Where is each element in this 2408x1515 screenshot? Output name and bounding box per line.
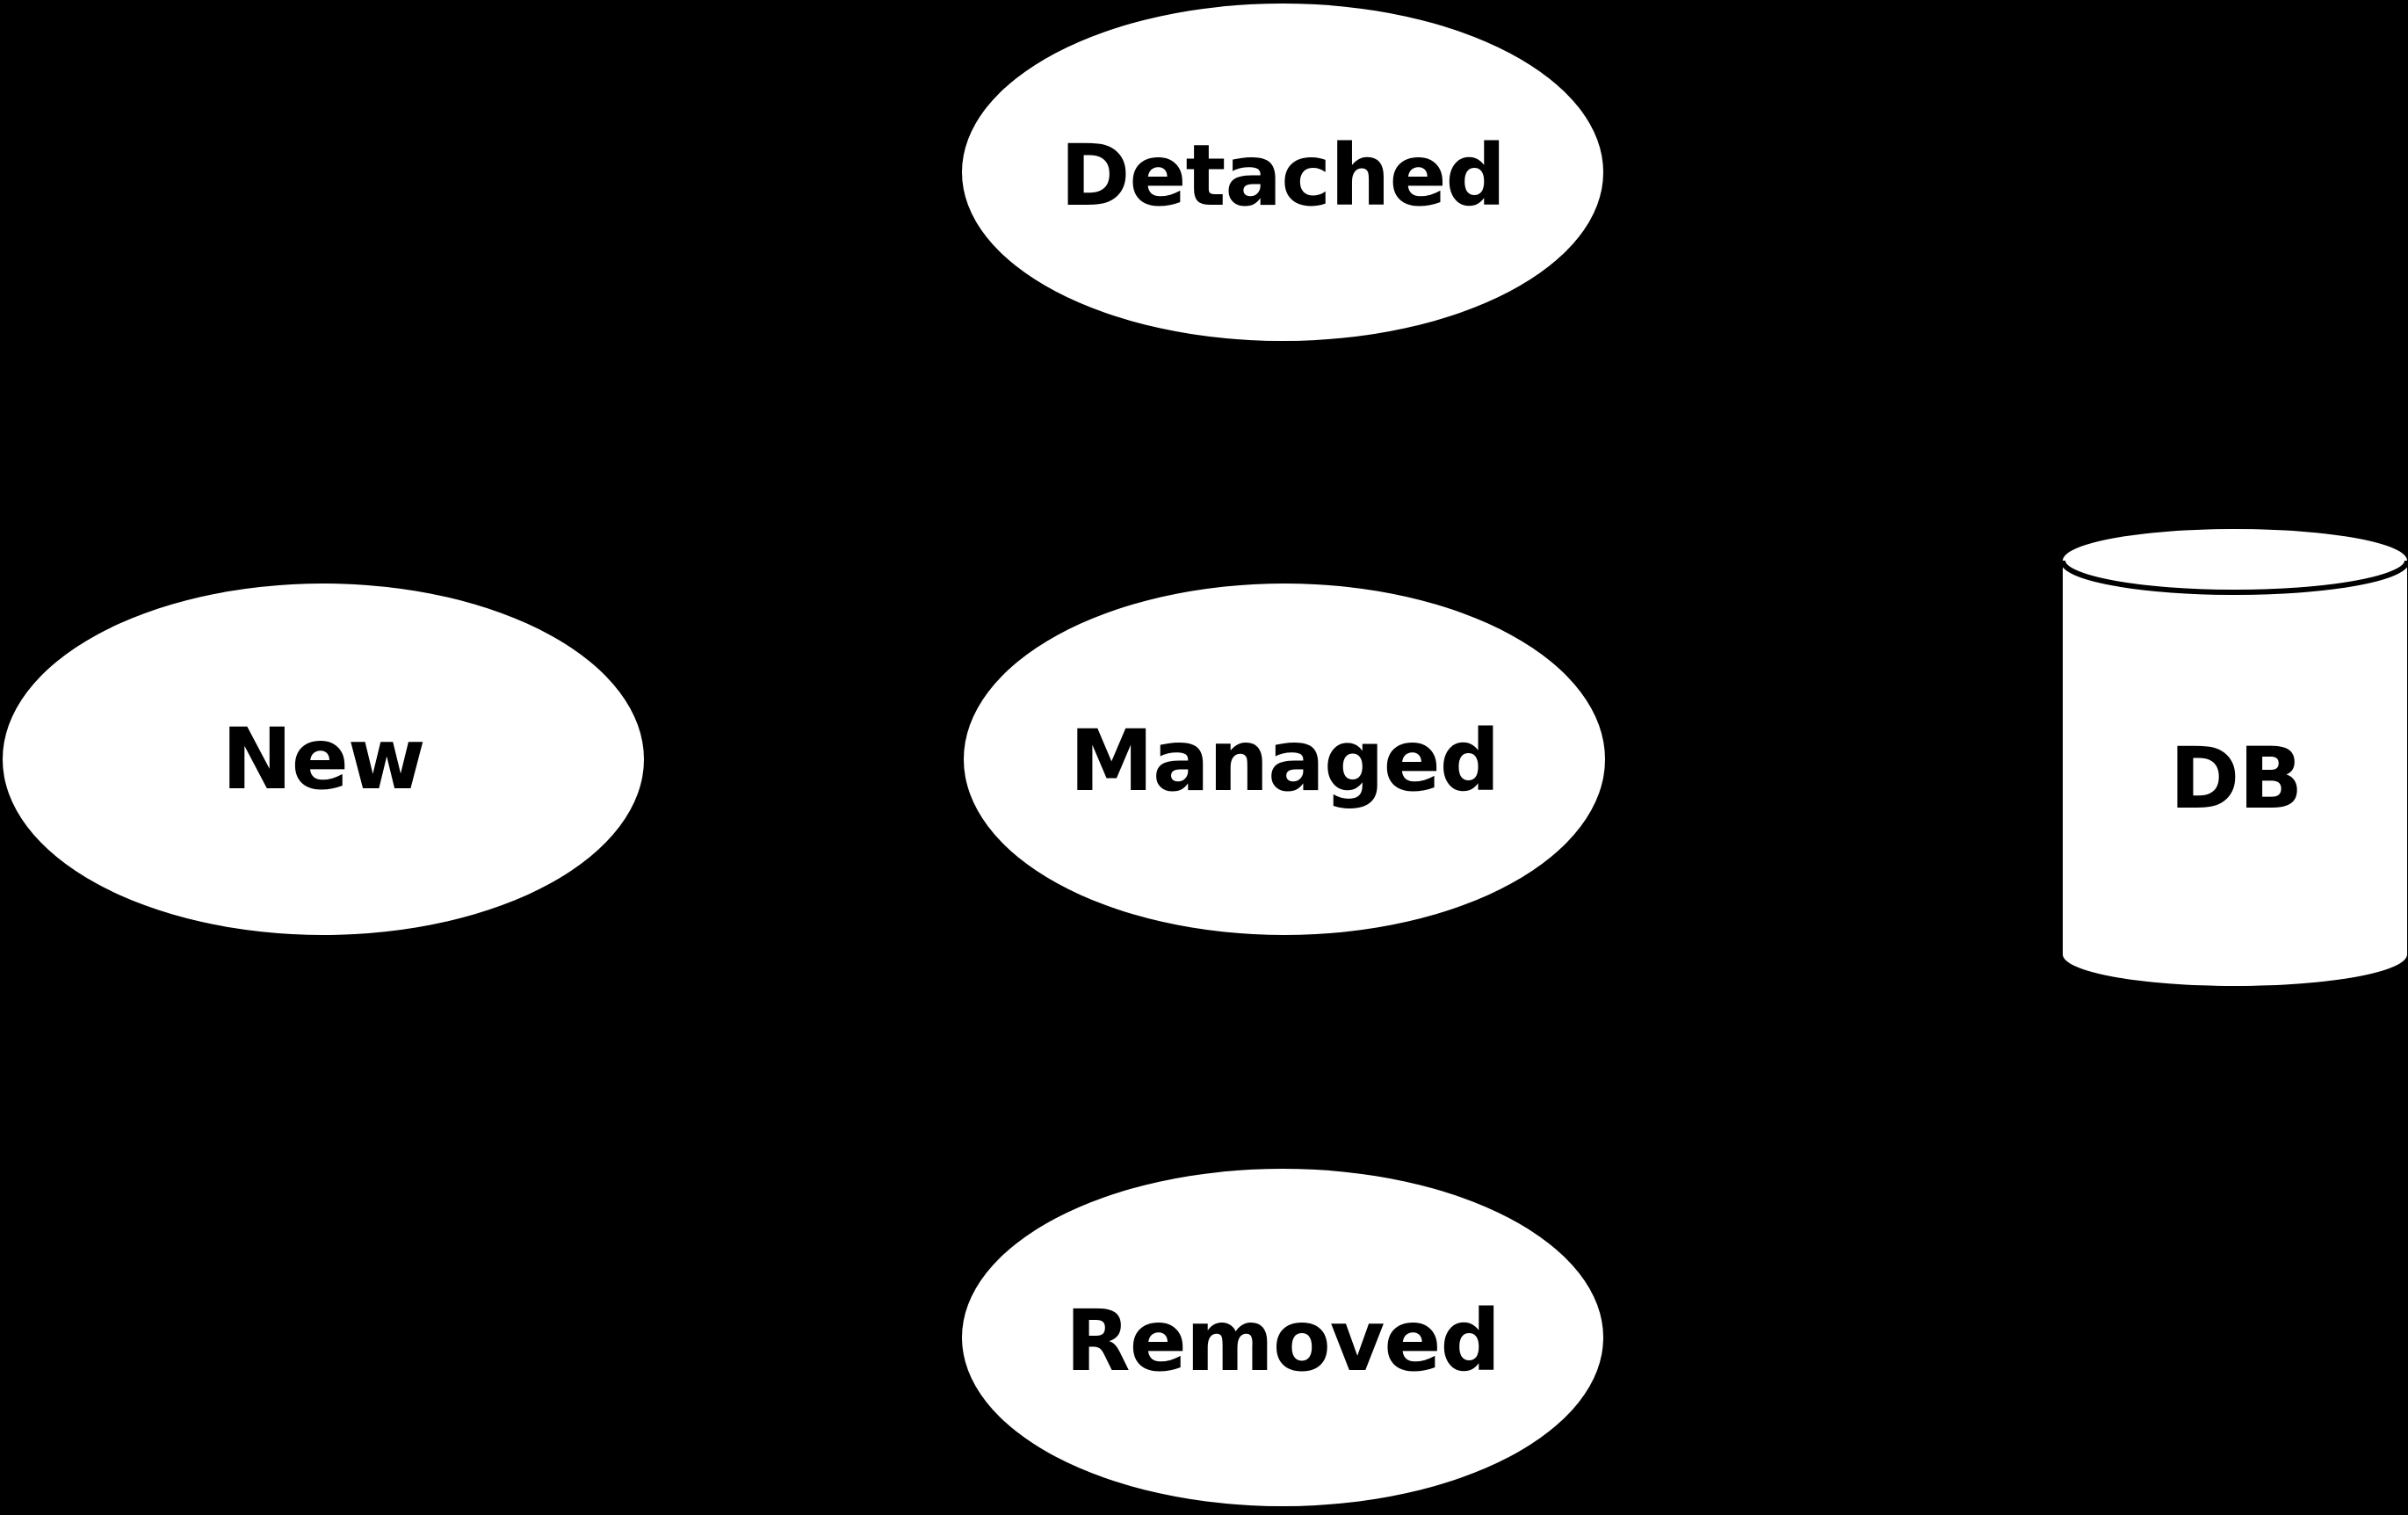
node-label-removed: Removed xyxy=(1065,1292,1500,1390)
node-label-db: DB xyxy=(2169,729,2303,828)
node-db-cylinder[interactable] xyxy=(2060,529,2408,986)
node-label-detached: Detached xyxy=(1059,127,1507,225)
db-cylinder-body xyxy=(2063,529,2407,986)
node-label-managed: Managed xyxy=(1069,712,1500,810)
node-detached-ellipse[interactable] xyxy=(962,4,1603,341)
node-label-new: New xyxy=(221,710,425,808)
node-managed-ellipse[interactable] xyxy=(964,584,1605,935)
db-cylinder-top-rim xyxy=(2060,560,2408,595)
node-removed-ellipse[interactable] xyxy=(962,1169,1603,1506)
node-new-ellipse[interactable] xyxy=(3,584,644,935)
